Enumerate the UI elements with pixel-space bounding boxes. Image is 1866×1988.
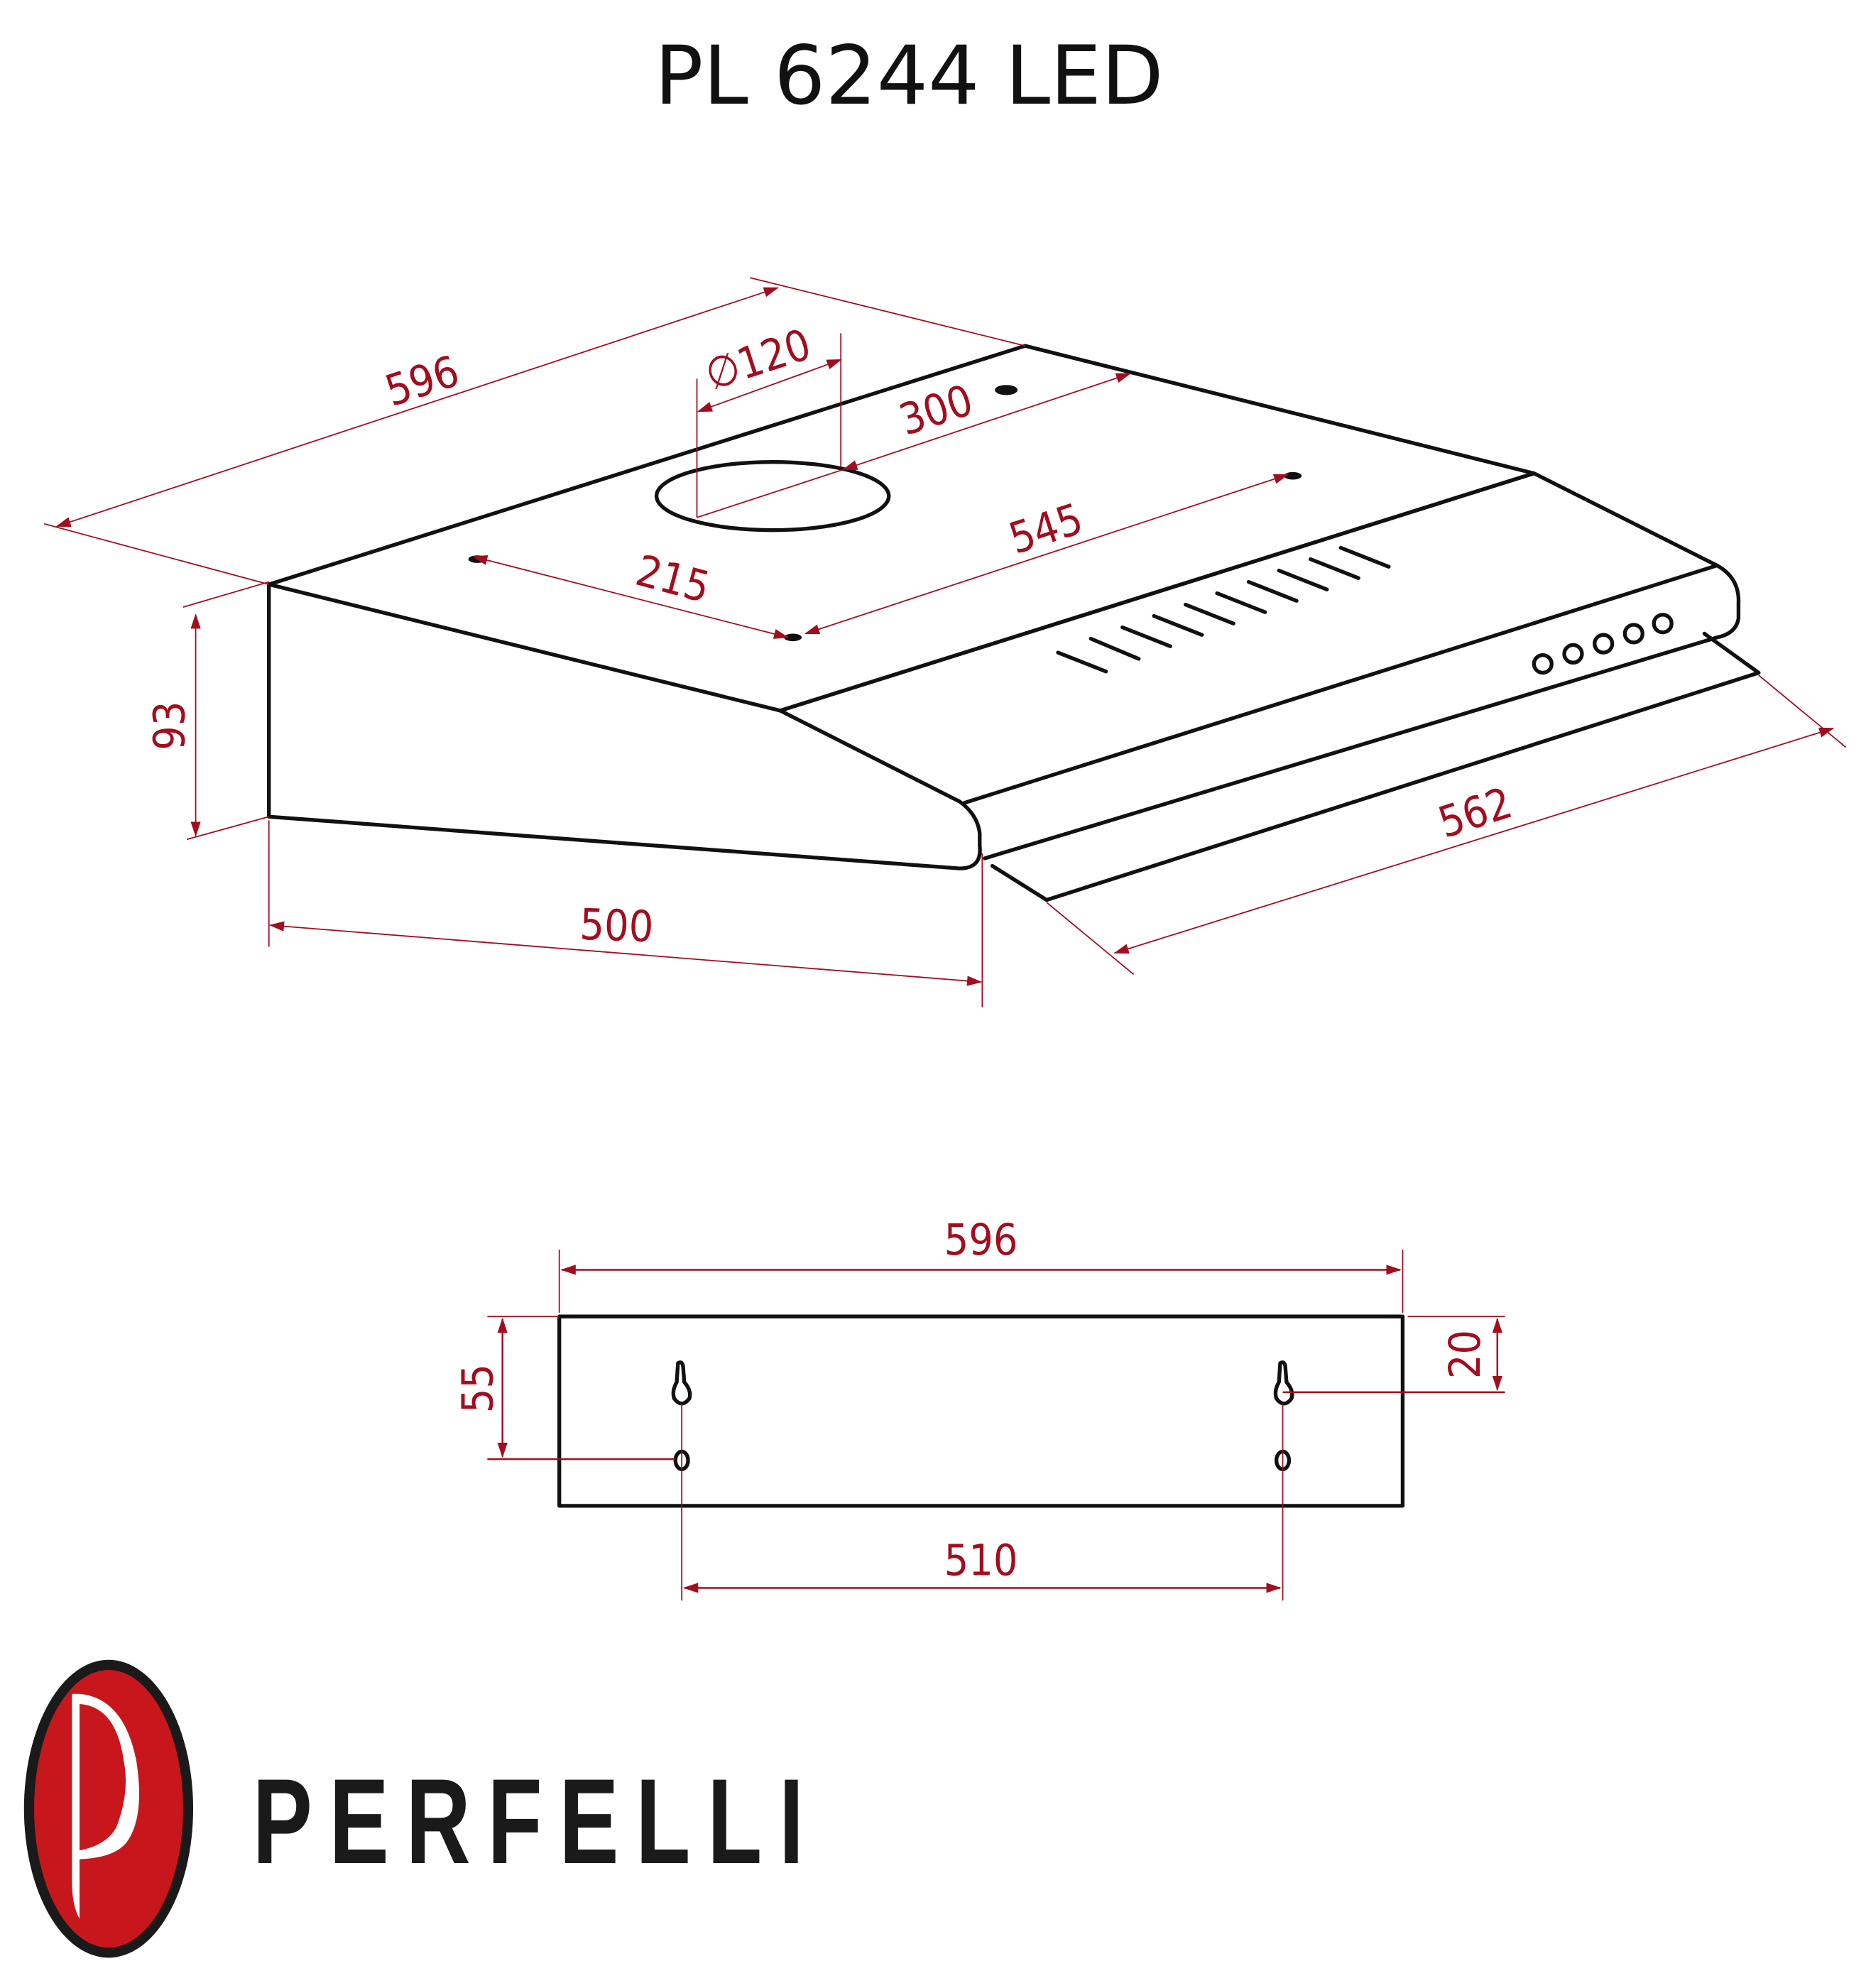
back-panel xyxy=(557,1314,1405,1508)
dim-562: 562 xyxy=(1433,778,1518,848)
brand-logo: PERFELLI xyxy=(23,1659,821,1958)
logo-oval xyxy=(34,1670,183,1948)
dim-596-back: 596 xyxy=(944,1216,1018,1265)
dim-510: 510 xyxy=(944,1536,1018,1586)
dim-300: 300 xyxy=(893,376,978,446)
dim-93: 93 xyxy=(146,701,195,750)
brand-name: PERFELLI xyxy=(253,1754,821,1889)
back-view: 596 55 20 510 xyxy=(453,1216,1505,1601)
dim-500: 500 xyxy=(579,900,654,953)
dim-duct-diameter: ∅120 xyxy=(699,320,817,400)
hood-front-canopy xyxy=(778,471,1741,861)
mount-hole xyxy=(1284,471,1302,480)
vent-slots xyxy=(1056,545,1391,674)
keyhole-right xyxy=(1273,1360,1294,1406)
dim-596-top: 596 xyxy=(380,346,465,417)
control-buttons xyxy=(1532,613,1674,675)
dim-20: 20 xyxy=(1441,1330,1490,1379)
iso-view: 596 ∅120 300 545 215 93 500 562 xyxy=(44,277,1847,1007)
logo-p-icon xyxy=(80,1693,139,1859)
dim-55: 55 xyxy=(453,1364,503,1413)
dim-545: 545 xyxy=(1003,494,1088,564)
hood-left-side xyxy=(267,582,982,870)
model-title: PL 6244 LED xyxy=(655,28,1164,123)
dim-215: 215 xyxy=(631,546,714,613)
hood-front-edge xyxy=(962,563,1719,805)
keyhole-left xyxy=(671,1360,692,1406)
duct-outlet xyxy=(654,460,891,532)
top-hole xyxy=(995,385,1018,395)
